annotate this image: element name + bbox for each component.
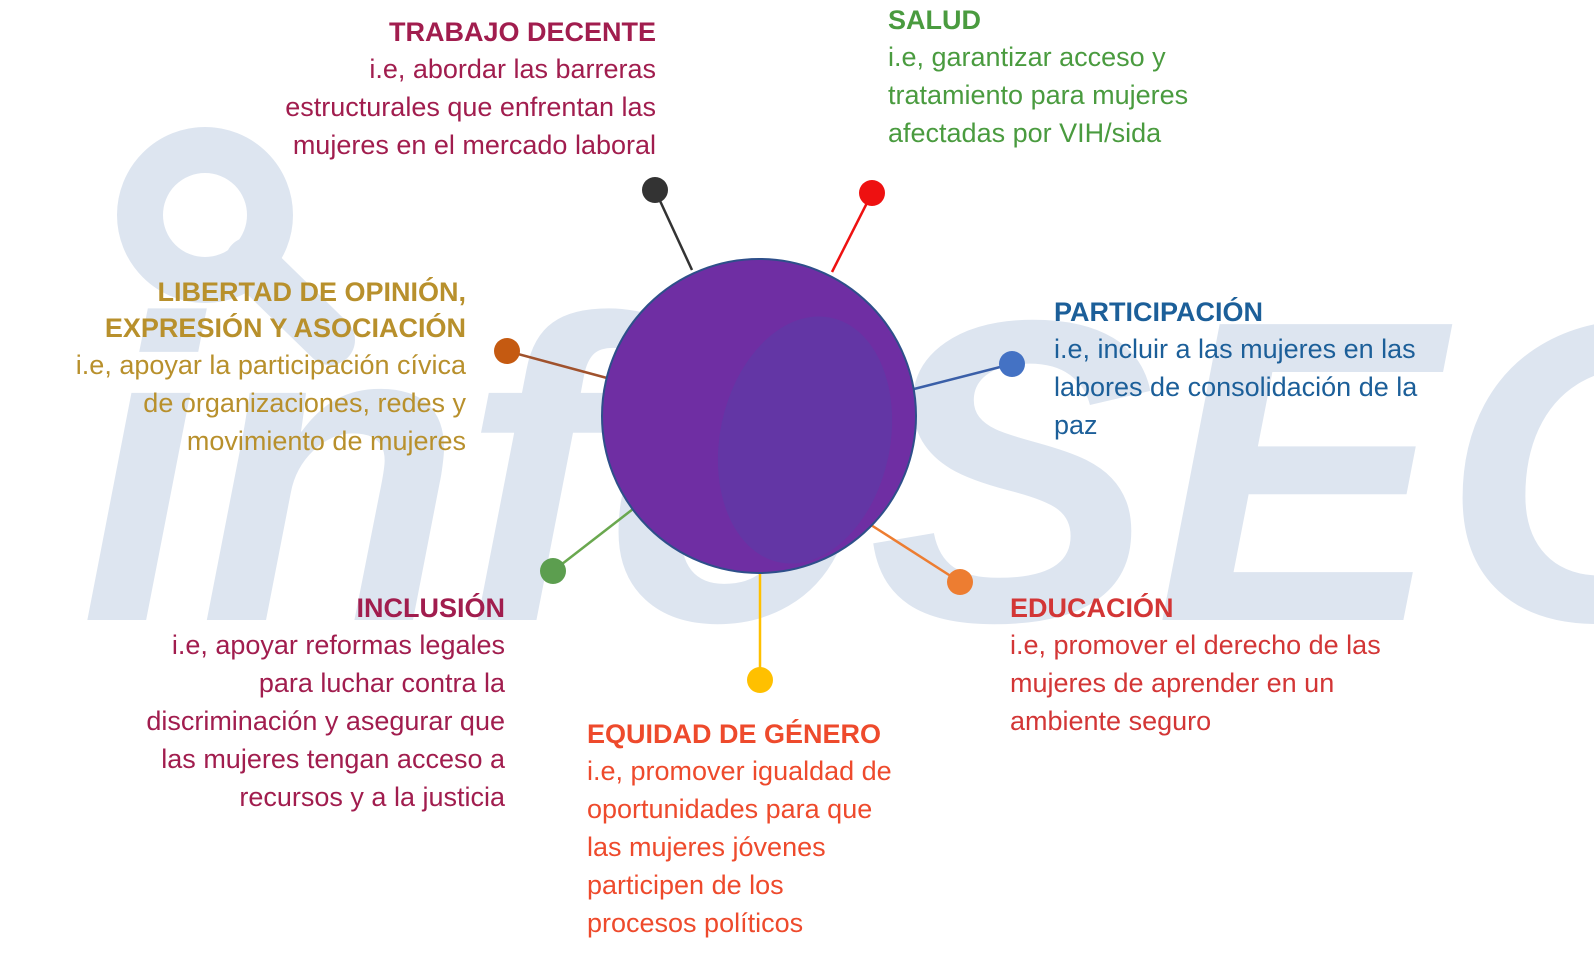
node-libertad: LIBERTAD DE OPINIÓN, EXPRESIÓN Y ASOCIAC… (0, 274, 466, 460)
dot-libertad (494, 338, 520, 364)
connector-participacion (913, 362, 1013, 391)
node-title: LIBERTAD DE OPINIÓN, EXPRESIÓN Y ASOCIAC… (104, 277, 466, 343)
node-title: TRABAJO DECENTE (388, 17, 656, 47)
node-title: INCLUSIÓN (356, 593, 506, 623)
node-educacion: EDUCACIÓN i.e, promover el derecho de la… (1010, 590, 1470, 740)
dot-trabajo (642, 177, 668, 203)
node-inclusion: INCLUSIÓN i.e, apoyar reformas legales p… (65, 590, 505, 816)
node-salud: SALUD i.e, garantizar acceso y tratamien… (888, 2, 1308, 152)
center-node (601, 258, 917, 574)
node-participacion: PARTICIPACIÓN i.e, incluir a las mujeres… (1054, 294, 1514, 444)
dot-participacion (999, 351, 1025, 377)
connector-lines (506, 189, 1013, 680)
connector-educacion (870, 523, 961, 584)
node-description: i.e, garantizar acceso y tratamiento par… (888, 42, 1189, 148)
dot-educacion (947, 569, 973, 595)
dot-inclusion (540, 558, 566, 584)
connector-salud (830, 192, 874, 273)
dot-salud (859, 180, 885, 206)
node-trabajo-decente: TRABAJO DECENTE i.e, abordar las barrera… (196, 14, 656, 164)
connector-trabajo (653, 189, 694, 271)
node-description: i.e, incluir a las mujeres en las labore… (1054, 334, 1418, 440)
node-description: i.e, promover igualdad de oportunidades … (587, 756, 892, 938)
end-dots (494, 177, 1025, 693)
node-description: i.e, apoyar la participación cívica de o… (75, 350, 466, 456)
connector-inclusion (552, 508, 634, 572)
connector-libertad (506, 349, 608, 380)
node-title: EDUCACIÓN (1010, 593, 1174, 623)
watermark-magnifier-icon (117, 127, 293, 303)
node-title: SALUD (888, 5, 981, 35)
node-title: EQUIDAD DE GÉNERO (587, 719, 882, 749)
node-description: i.e, promover el derecho de las mujeres … (1010, 630, 1381, 736)
node-description: i.e, abordar las barreras estructurales … (285, 54, 656, 160)
node-title: PARTICIPACIÓN (1054, 297, 1263, 327)
dot-equidad (747, 667, 773, 693)
node-description: i.e, apoyar reformas legales para luchar… (146, 630, 505, 812)
node-equidad-genero: EQUIDAD DE GÉNERO i.e, promover igualdad… (587, 716, 967, 942)
